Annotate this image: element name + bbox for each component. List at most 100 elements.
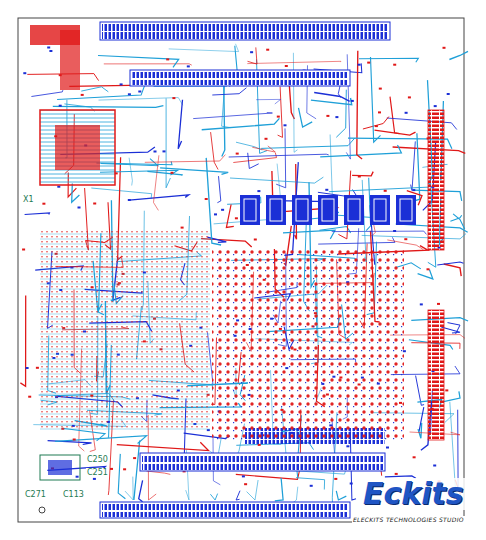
smd-pad	[351, 100, 354, 102]
copper-trace	[362, 234, 466, 239]
smd-pad	[258, 444, 261, 446]
smd-pad	[187, 65, 190, 67]
copper-trace	[248, 47, 258, 64]
smd-pad	[386, 447, 389, 449]
copper-trace	[117, 442, 209, 450]
copper-trace	[118, 454, 125, 499]
designator-label: C271	[24, 490, 47, 499]
smd-pad	[379, 88, 382, 90]
smd-pad	[23, 72, 26, 74]
copper-trace	[207, 237, 226, 242]
copper-trace	[129, 158, 132, 186]
smd-pad	[128, 199, 131, 201]
smd-pad	[172, 97, 175, 99]
smd-pad	[384, 190, 387, 192]
smd-pad	[93, 203, 96, 205]
smd-pad	[163, 150, 166, 152]
watermark-logo: Eckits	[360, 478, 467, 510]
smd-pad	[350, 483, 353, 485]
designator-label: C251	[86, 468, 109, 477]
smd-pad	[28, 396, 31, 398]
copper-trace	[99, 98, 183, 106]
copper-trace	[217, 176, 220, 203]
smd-pad	[76, 476, 79, 478]
copper-trace	[336, 491, 346, 500]
smd-pad	[128, 93, 131, 95]
smd-pad	[378, 111, 381, 113]
smd-pad	[358, 176, 361, 178]
copper-trace	[25, 213, 50, 215]
copper-trace	[293, 53, 297, 153]
copper-trace	[91, 188, 151, 199]
copper-trace	[329, 180, 430, 191]
smd-pad	[437, 303, 440, 305]
smd-pad	[166, 58, 169, 60]
smd-pad	[244, 483, 247, 485]
copper-trace	[31, 90, 63, 96]
smd-pad	[367, 62, 370, 64]
smd-pad	[242, 475, 245, 477]
smd-pad	[420, 303, 423, 305]
smd-pad	[47, 47, 50, 49]
copper-trace	[169, 44, 239, 52]
smd-pad	[181, 227, 184, 229]
smd-pad	[257, 190, 260, 192]
smd-pad	[434, 105, 437, 107]
smd-pad	[250, 51, 253, 53]
smd-pad	[325, 189, 328, 191]
copper-trace	[276, 128, 286, 187]
smd-pad	[171, 172, 174, 174]
copper-trace	[318, 237, 395, 244]
copper-trace	[261, 138, 355, 149]
smd-pad	[57, 186, 60, 188]
smd-pad	[133, 457, 136, 459]
copper-trace	[104, 64, 192, 65]
smd-pad	[26, 367, 29, 369]
copper-trace	[256, 99, 280, 104]
smd-pad	[447, 93, 450, 95]
copper-trace	[247, 61, 341, 63]
copper-trace	[236, 491, 240, 500]
copper-trace	[81, 87, 108, 92]
smd-pad	[427, 268, 430, 270]
smd-pad	[346, 445, 349, 447]
copper-trace	[62, 428, 105, 441]
smd-pad	[412, 189, 415, 191]
copper-trace	[139, 480, 143, 501]
smd-pad	[445, 389, 448, 391]
smd-pad	[254, 239, 257, 241]
copper-trace	[278, 87, 283, 138]
copper-trace	[320, 145, 401, 157]
copper-trace	[230, 177, 323, 183]
copper-trace	[211, 132, 219, 169]
smd-pad	[393, 64, 396, 66]
copper-trace	[444, 264, 462, 276]
designator-label: C250	[86, 455, 109, 464]
smd-pad	[221, 209, 224, 211]
smd-pad	[120, 83, 123, 85]
designator-label: X1	[22, 195, 35, 204]
copper-trace	[275, 478, 283, 501]
smd-pad	[285, 65, 288, 67]
copper-trace	[233, 153, 276, 163]
copper-trace	[222, 80, 231, 128]
smd-pad	[59, 105, 62, 107]
copper-trace	[202, 118, 280, 129]
smd-pad	[42, 203, 45, 205]
copper-trace	[154, 155, 159, 210]
copper-trace	[352, 172, 373, 176]
smd-pad	[284, 124, 287, 126]
copper-trace	[418, 270, 433, 279]
smd-pad	[205, 198, 208, 200]
copper-trace	[20, 295, 25, 386]
copper-trace	[210, 494, 217, 500]
smd-pad	[433, 465, 436, 467]
copper-trace	[314, 93, 350, 102]
copper-trace	[299, 108, 313, 127]
copper-trace	[147, 171, 182, 175]
smd-pad	[443, 47, 446, 49]
copper-trace	[129, 195, 189, 200]
smd-pad	[214, 213, 217, 215]
